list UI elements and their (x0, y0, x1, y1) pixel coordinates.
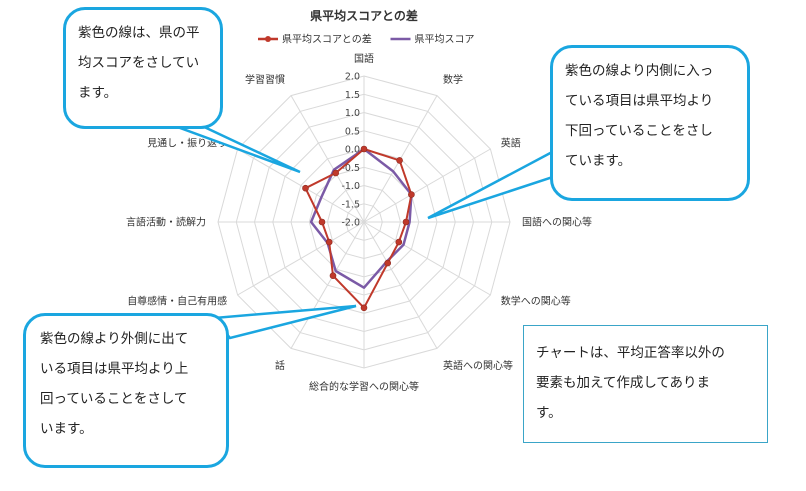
category-label: 国語への関心等 (522, 216, 592, 229)
category-label: 国語 (354, 52, 374, 65)
data-point (396, 157, 403, 164)
tick-label: -1.0 (341, 181, 360, 192)
tick-label: -1.5 (341, 199, 360, 210)
callout-line: 均スコアをさしてい (78, 55, 200, 71)
callout-line: ている項目は県平均より (565, 93, 714, 109)
tick-label: 2.0 (345, 72, 360, 83)
data-point (395, 238, 403, 246)
chart-title: 県平均スコアとの差 (310, 8, 418, 23)
category-label: 言語活動・読解力 (126, 216, 206, 229)
callout-tail (211, 304, 357, 340)
legend-marker (265, 36, 271, 42)
data-point (408, 191, 415, 198)
data-point (318, 218, 326, 226)
data-point (332, 169, 340, 177)
grid-spoke (363, 148, 491, 223)
grid-spoke (363, 221, 438, 349)
callout-purple-line: 紫色の線は、県の平 均スコアをさしてい ます。 (63, 7, 223, 129)
data-series (302, 145, 415, 312)
data-point (325, 238, 333, 246)
data-point (329, 272, 337, 280)
tick-label: 0.0 (345, 145, 360, 156)
note-box: チャートは、平均正答率以外の 要素も加えて作成してありま す。 (523, 325, 768, 443)
grid-spoke (290, 95, 365, 223)
category-label: 学習習慣 (245, 73, 285, 86)
legend-label: 県平均スコアとの差 (282, 33, 372, 46)
category-label: 英語への関心等 (443, 359, 513, 372)
callout-tail (427, 147, 558, 220)
tick-label: -2.0 (341, 218, 360, 229)
category-label: 英語 (501, 137, 521, 150)
data-point (402, 218, 410, 226)
legend-label: 県平均スコア (415, 34, 475, 46)
tick-label: 1.5 (345, 90, 360, 101)
category-label: 数学への関心等 (501, 295, 571, 308)
tick-label: 1.0 (345, 108, 360, 119)
data-point (360, 304, 368, 312)
callout-line: 回っていることをさして (40, 391, 188, 407)
callout-line: 紫色の線は、県の平 (78, 25, 200, 41)
data-point (360, 145, 368, 153)
category-label: 総合的な学習への関心等 (309, 380, 419, 393)
callout-outside-items: 紫色の線より外側に出て いる項目は県平均より上 回っていることをさして います。 (23, 313, 229, 468)
grid-spoke (363, 221, 491, 296)
callout-line: います。 (40, 421, 93, 437)
callout-line: ます。 (78, 85, 118, 101)
series-line (309, 147, 413, 289)
legend: 県平均スコアとの差 県平均スコア (258, 33, 475, 46)
callout-line: 下回っていることをさし (565, 123, 713, 139)
note-line: す。 (536, 405, 562, 421)
callout-line: 紫色の線より外側に出て (40, 331, 189, 347)
note-line: チャートは、平均正答率以外の (536, 345, 725, 361)
radial-tick-labels: 2.0 1.5 1.0 0.5 0.0 -0.5 -1.0 -1.5 -2.0 (341, 72, 360, 229)
note-line: 要素も加えて作成してありま (536, 375, 711, 391)
grid-spoke (290, 221, 365, 349)
grid-spoke (237, 148, 365, 223)
callout-line: いる項目は県平均より上 (40, 361, 189, 377)
category-label: 見通し・振り返り (147, 137, 227, 150)
category-label: 話 (275, 359, 285, 372)
callout-inside-items: 紫色の線より内側に入っ ている項目は県平均より 下回っていることをさし ています… (550, 45, 750, 201)
category-label: 数学 (443, 73, 463, 86)
grid-spoke (237, 221, 365, 296)
category-label: 自尊感情・自己有用感 (127, 295, 227, 308)
tick-label: -0.5 (341, 163, 360, 174)
callout-line: ています。 (565, 153, 632, 169)
data-point (384, 259, 392, 267)
callout-line: 紫色の線より内側に入っ (565, 63, 714, 79)
data-point (302, 184, 309, 192)
tick-label: 0.5 (345, 126, 360, 137)
